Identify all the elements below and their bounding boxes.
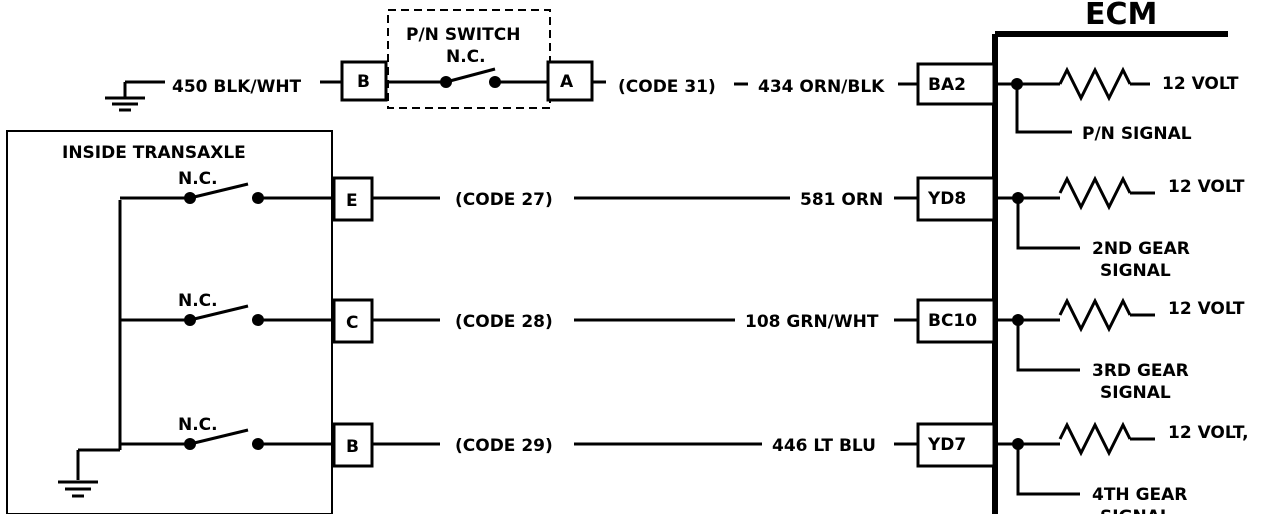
- gear-circuit-3-switch-arm: [189, 428, 249, 446]
- pn-signal-label: P/N SIGNAL: [1082, 124, 1192, 144]
- gear-circuit-3-state: N.C.: [178, 415, 218, 435]
- gear-circuit-2-ecm-pin-box: [916, 298, 996, 344]
- gear-circuit-1-voltage-label: 12 VOLT: [1168, 177, 1245, 197]
- transaxle-housing: [6, 130, 333, 514]
- pn-ecm-pin-label: BA2: [928, 75, 966, 95]
- pn-switch-state: N.C.: [446, 47, 486, 67]
- gear-circuit-3-voltage-label: 12 VOLT,: [1168, 423, 1249, 443]
- ecm-title: ECM: [1085, 0, 1157, 32]
- pn-signal-line: [1015, 84, 1072, 134]
- gear-circuit-1-pin-box: [332, 176, 374, 222]
- gear-circuit-3-pin-label: B: [346, 437, 359, 457]
- gear-circuit-1-signal-label-1: 2ND GEAR: [1092, 239, 1190, 259]
- gear-circuit-2-ecm-pin-label: BC10: [928, 311, 977, 331]
- transaxle-title: INSIDE TRANSAXLE: [62, 143, 246, 163]
- pn-pullup-resistor: [1058, 66, 1132, 102]
- gear-circuit-2-state: N.C.: [178, 291, 218, 311]
- pn-switch-arm: [445, 67, 496, 84]
- pn-switch-title: P/N SWITCH: [406, 25, 520, 45]
- pn-switch-circuit: 450 BLK/WHT B P/N SWITCH N.C. A (CODE 31…: [105, 9, 1239, 144]
- pn-code-label: (CODE 31): [618, 77, 716, 97]
- gear-circuit-2-voltage-label: 12 VOLT: [1168, 299, 1245, 319]
- gear-circuit-1-state: N.C.: [178, 169, 218, 189]
- gear-circuit-1-switch-arm: [189, 182, 249, 200]
- pn-pin-left-label: B: [357, 72, 370, 92]
- gear-circuit-1-pin-label: E: [346, 191, 358, 211]
- gear-circuit-1-ecm-pin-label: YD8: [927, 189, 966, 209]
- gear-circuit-3-wire-label: 446 LT BLU: [772, 436, 876, 456]
- gear-circuit-3-pullup-resistor: [1058, 421, 1132, 457]
- gear-circuit-3-signal-line: [1016, 444, 1080, 496]
- gear-circuit-1-pullup-resistor: [1058, 175, 1132, 211]
- gear-circuit-2-pin-label: C: [346, 313, 358, 333]
- pn-wire-right-label: 434 ORN/BLK: [758, 77, 885, 97]
- gear-circuit-3-code: (CODE 29): [455, 436, 553, 456]
- gear-circuit-1-wire-label: 581 ORN: [800, 190, 883, 210]
- gear-circuit-1-code: (CODE 27): [455, 190, 553, 210]
- gear-circuit-1-signal-line: [1016, 198, 1080, 250]
- pn-pin-left-box: [340, 60, 388, 102]
- gear-circuit-1-signal-label-2: SIGNAL: [1100, 261, 1171, 281]
- pn-ecm-pin-box: [916, 62, 996, 106]
- pn-switch-housing: [387, 9, 551, 109]
- pn-wire-left-label: 450 BLK/WHT: [172, 77, 302, 97]
- gear-circuit-2-signal-label-1: 3RD GEAR: [1092, 361, 1189, 381]
- gear-circuit-3-signal-label-2: SIGNAL: [1100, 507, 1171, 514]
- gear-circuit-2-signal-line: [1016, 320, 1080, 372]
- pn-pin-right-box: [546, 60, 594, 102]
- gear-circuit-3-ecm-pin-box: [916, 422, 996, 468]
- gear-circuit-1-ecm-pin-box: [916, 176, 996, 222]
- gear-circuit-2-pullup-resistor: [1058, 297, 1132, 333]
- ground-symbol: [105, 82, 145, 112]
- gear-circuit-3-ecm-pin-label: YD7: [927, 435, 966, 455]
- transaxle-ground-symbol: [58, 480, 98, 498]
- pn-pin-right-label: A: [560, 72, 574, 92]
- pn-voltage-label: 12 VOLT: [1162, 74, 1239, 94]
- gear-circuit-2-switch-arm: [189, 304, 249, 322]
- gear-circuit-2-pin-box: [332, 298, 374, 344]
- gear-circuit-3-signal-label-1: 4TH GEAR: [1092, 485, 1187, 505]
- gear-circuit-2-wire-label: 108 GRN/WHT: [745, 312, 879, 332]
- gear-circuit-2-code: (CODE 28): [455, 312, 553, 332]
- gear-circuit-2-signal-label-2: SIGNAL: [1100, 383, 1171, 403]
